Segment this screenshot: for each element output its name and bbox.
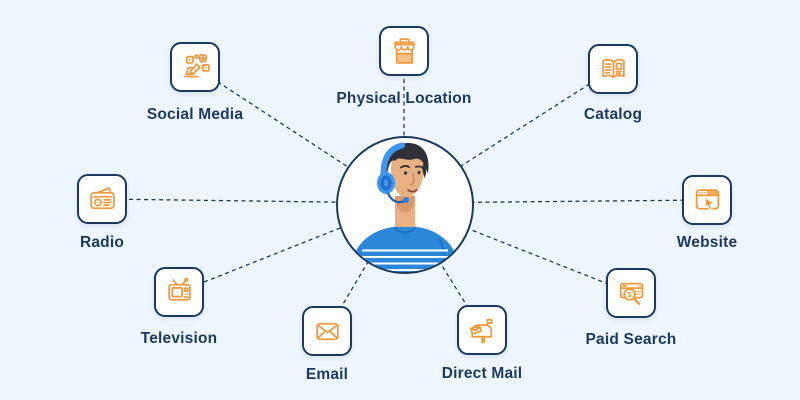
television-icon — [167, 277, 191, 301]
channel-card-direct-mail — [457, 305, 507, 355]
channel-card-email — [302, 306, 352, 356]
channel-label-paid-search: Paid Search — [585, 331, 677, 348]
channel-label-television: Television — [140, 330, 218, 347]
support-agent-illustration — [351, 142, 459, 272]
svg-text:$: $ — [627, 290, 632, 299]
browser-cursor-icon — [695, 188, 719, 211]
connector-website — [402, 199, 708, 204]
channel-label-direct-mail: Direct Mail — [441, 365, 523, 382]
channel-card-social-media — [170, 42, 220, 92]
radio-icon — [89, 186, 115, 209]
search-dollar-icon: $ — [619, 282, 643, 305]
open-catalog-icon — [601, 58, 625, 78]
channel-label-catalog: Catalog — [583, 106, 643, 123]
channel-card-paid-search: $ — [606, 268, 656, 318]
storefront-icon — [393, 37, 415, 64]
channel-card-physical-location — [379, 26, 429, 76]
channel-card-website — [682, 175, 732, 225]
channel-label-email: Email — [305, 366, 349, 383]
mailbox-icon — [469, 318, 492, 343]
channel-card-radio — [77, 174, 127, 224]
support-agent-figure — [336, 136, 474, 274]
channel-card-catalog — [588, 44, 638, 94]
channel-label-physical-location: Physical Location — [336, 90, 472, 107]
channel-label-social-media: Social Media — [146, 106, 244, 123]
social-media-icon — [183, 53, 210, 77]
envelope-icon — [315, 322, 339, 340]
channel-label-radio: Radio — [79, 234, 125, 251]
connector-radio — [101, 198, 404, 204]
channel-label-website: Website — [676, 234, 738, 251]
channel-card-television — [154, 267, 204, 317]
